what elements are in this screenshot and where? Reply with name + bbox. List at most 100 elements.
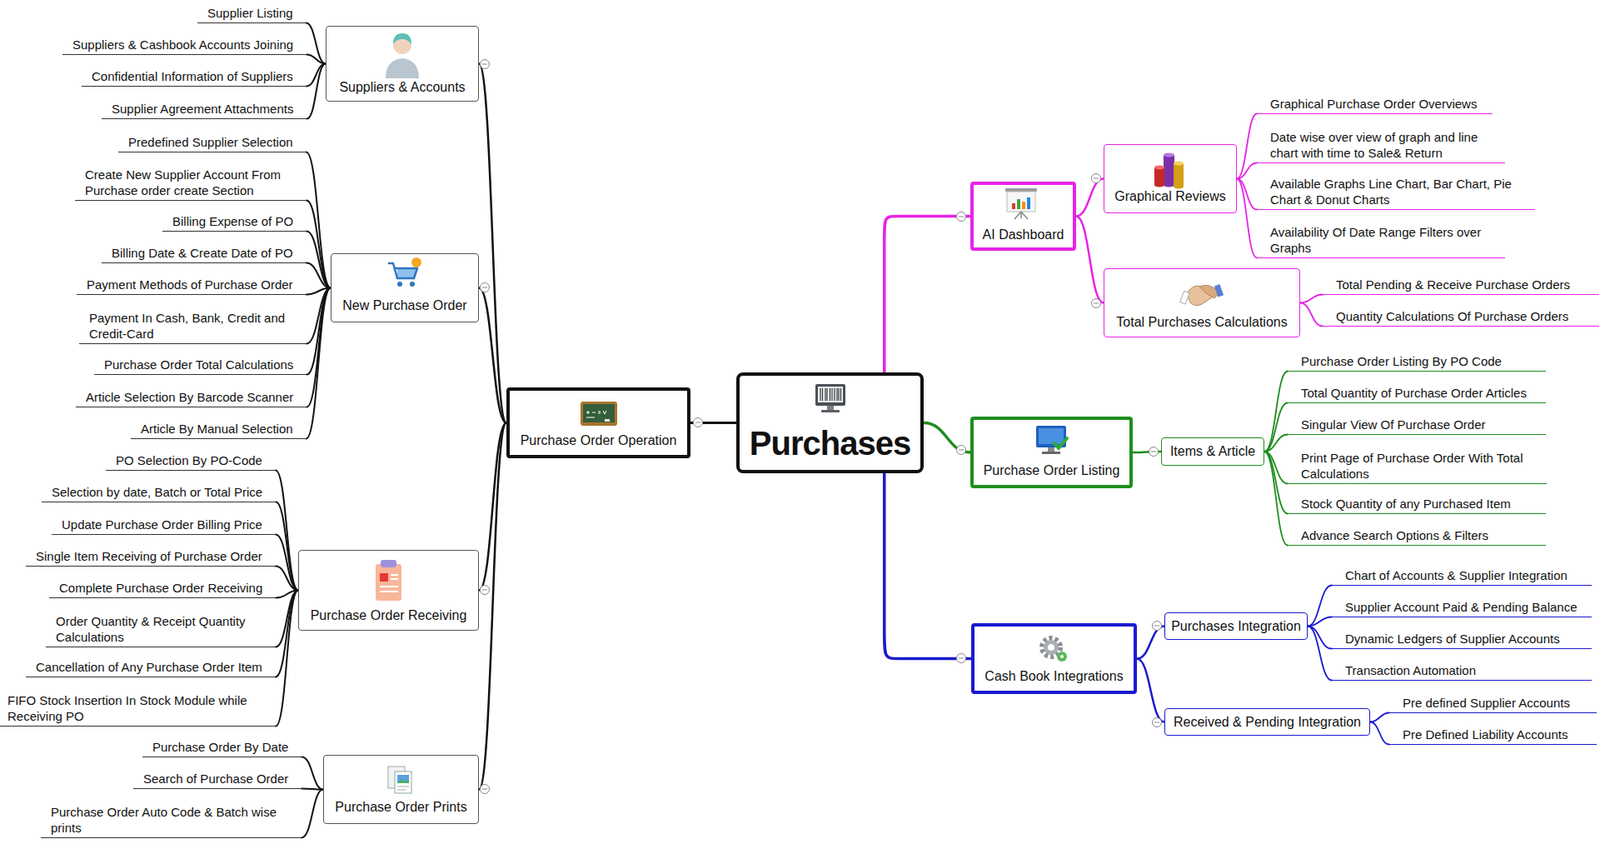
- branch-connector: [1307, 626, 1332, 649]
- subtopic: Purchase Order Prints: [323, 754, 479, 824]
- topic-label: Purchase Order Prints: [334, 799, 467, 815]
- branch-connector: [1264, 434, 1288, 453]
- leaf-topic: Transaction Automation: [1331, 662, 1592, 681]
- handshake-icon: [1180, 284, 1224, 306]
- topic-label: Received & Pending Integration: [1173, 714, 1361, 730]
- topic-label: Supplier Listing: [207, 4, 294, 21]
- topic-label: PO Selection By PO-Code: [115, 452, 263, 469]
- leaf-topic: Selection by date, Batch or Total Price: [41, 483, 276, 503]
- leaf-topic: Total Pending & Receive Purchase Orders: [1322, 276, 1600, 295]
- branch-connector: [690, 421, 737, 424]
- topic-label: Complete Purchase Order Receiving: [59, 579, 263, 596]
- topic-label: New Purchase Order: [342, 298, 467, 314]
- topic-label: Total Quantity of Purchase Order Article…: [1300, 384, 1536, 401]
- branch-connector: [478, 288, 507, 424]
- topic-label: Purchase Order Operation: [520, 433, 678, 449]
- topic-label: Payment Methods of Purchase Order: [86, 276, 294, 293]
- branch-connector: [1307, 626, 1332, 681]
- topic-label: Graphical Purchase Order Overviews: [1270, 95, 1483, 112]
- branch-connector: [306, 231, 331, 289]
- branch-connector: [1236, 163, 1257, 180]
- leaf-topic: Supplier Listing: [197, 4, 307, 24]
- topic-label: Purchases: [749, 426, 911, 460]
- cylinders-icon: [1154, 153, 1184, 190]
- leaf-topic: Create New Supplier Account From Purchas…: [74, 166, 307, 201]
- branch-connector: [1136, 626, 1165, 659]
- topic-label: Cash Book Integrations: [984, 668, 1123, 684]
- topic-label: Update Purchase Order Billing Price: [61, 516, 263, 533]
- leaf-topic: Singular View Of Purchase Order: [1287, 416, 1546, 435]
- branch-connector: [306, 200, 331, 289]
- branch-connector: [1307, 585, 1332, 627]
- presentation-icon: [1005, 188, 1037, 220]
- subtopic: Purchase Order Receiving: [298, 549, 479, 631]
- topic-label: Single Item Receiving of Purchase Order: [35, 548, 263, 564]
- topic-label: Purchase Order Listing By PO Code: [1300, 353, 1536, 369]
- leaf-topic: Cancellation of Any Purchase Order Item: [25, 658, 276, 678]
- topic-label: Create New Supplier Account From Purchas…: [84, 166, 294, 199]
- subtopic: Purchases Integration: [1164, 612, 1308, 640]
- topic-label: Purchase Order Total Calculations: [104, 356, 294, 373]
- branch-connector: [301, 789, 324, 838]
- branch-connector: [1236, 114, 1257, 180]
- topic-label: Suppliers & Accounts: [338, 79, 465, 95]
- branch-connector: [306, 263, 331, 289]
- leaf-topic: Purchase Order Listing By PO Code: [1287, 353, 1546, 372]
- branch-connector: [306, 288, 331, 439]
- leaf-topic: Pre Defined Liability Accounts: [1389, 726, 1597, 745]
- leaf-topic: Payment Methods of Purchase Order: [76, 276, 307, 295]
- leaf-topic: Pre defined Supplier Accounts: [1389, 694, 1597, 713]
- leaf-topic: Graphical Purchase Order Overviews: [1256, 95, 1493, 115]
- topic-label: Purchase Order Listing: [983, 463, 1121, 479]
- topic-label: Print Page of Purchase Order With Total …: [1300, 449, 1537, 482]
- leaf-topic: Update Purchase Order Billing Price: [51, 516, 276, 535]
- cart-icon: [388, 257, 422, 287]
- branch-connector: [1300, 303, 1323, 327]
- topic-label: Graphical Reviews: [1114, 189, 1226, 205]
- documents-icon: [388, 766, 412, 793]
- leaf-topic: Search of Purchase Order: [133, 770, 302, 789]
- subtopic: New Purchase Order: [330, 253, 479, 323]
- subtopic: Graphical Reviews: [1103, 144, 1237, 214]
- topic-label: Payment In Cash, Bank, Credit and Credit…: [89, 309, 294, 342]
- topic-label: Total Purchases Calculations: [1116, 314, 1287, 330]
- topic-label: Pre Defined Liability Accounts: [1402, 726, 1587, 743]
- topic-label: Transaction Automation: [1345, 662, 1582, 678]
- topic-label: Purchase Order Auto Code & Batch wise pr…: [50, 803, 289, 836]
- branch-connector: [1076, 179, 1104, 217]
- leaf-topic: Single Item Receiving of Purchase Order: [25, 548, 276, 567]
- branch-connector: [1370, 722, 1390, 745]
- branch-connector: [1264, 451, 1288, 546]
- person-icon: [385, 33, 419, 79]
- topic-label: Quantity Calculations Of Purchase Orders: [1335, 308, 1590, 324]
- topic-label: Selection by date, Batch or Total Price: [51, 483, 263, 500]
- leaf-topic: Payment In Cash, Bank, Credit and Credit…: [79, 309, 307, 344]
- topic-label: Order Quantity & Receipt Quantity Calcul…: [55, 613, 263, 645]
- chalkboard-icon: [580, 401, 618, 426]
- leaf-topic: Billing Date & Create Date of PO: [101, 244, 307, 264]
- topic-label: Chart of Accounts & Supplier Integration: [1345, 567, 1582, 584]
- topic-label: Supplier Account Paid & Pending Balance: [1345, 598, 1582, 615]
- branch-connector: [306, 23, 326, 65]
- topic-label: Availability Of Date Range Filters over …: [1270, 224, 1496, 256]
- leaf-topic: Purchase Order Auto Code & Batch wise pr…: [40, 803, 302, 838]
- topic-label: Date wise over view of graph and line ch…: [1270, 129, 1496, 161]
- topic-label: Suppliers & Cashbook Accounts Joining: [72, 36, 294, 53]
- topic-label: Pre defined Supplier Accounts: [1402, 694, 1587, 711]
- topic-label: Dynamic Ledgers of Supplier Accounts: [1345, 630, 1582, 647]
- leaf-topic: Supplier Account Paid & Pending Balance: [1331, 598, 1592, 618]
- leaf-topic: Purchase Order By Date: [142, 738, 302, 758]
- leaf-topic: Billing Expense of PO: [162, 213, 307, 232]
- leaf-topic: Article By Manual Selection: [130, 420, 307, 439]
- branch-connector: [1300, 294, 1323, 304]
- branch-connector: [306, 152, 331, 289]
- branch-connector: [1264, 371, 1288, 453]
- topic-label: AI Dashboard: [982, 227, 1065, 243]
- subtopic: Total Purchases Calculations: [1103, 268, 1301, 338]
- topic-label: Purchases Integration: [1171, 618, 1301, 634]
- leaf-topic: Total Quantity of Purchase Order Article…: [1287, 384, 1546, 404]
- leaf-topic: Advance Search Options & Filters: [1287, 527, 1546, 546]
- topic-label: Confidential Information of Suppliers: [91, 68, 294, 85]
